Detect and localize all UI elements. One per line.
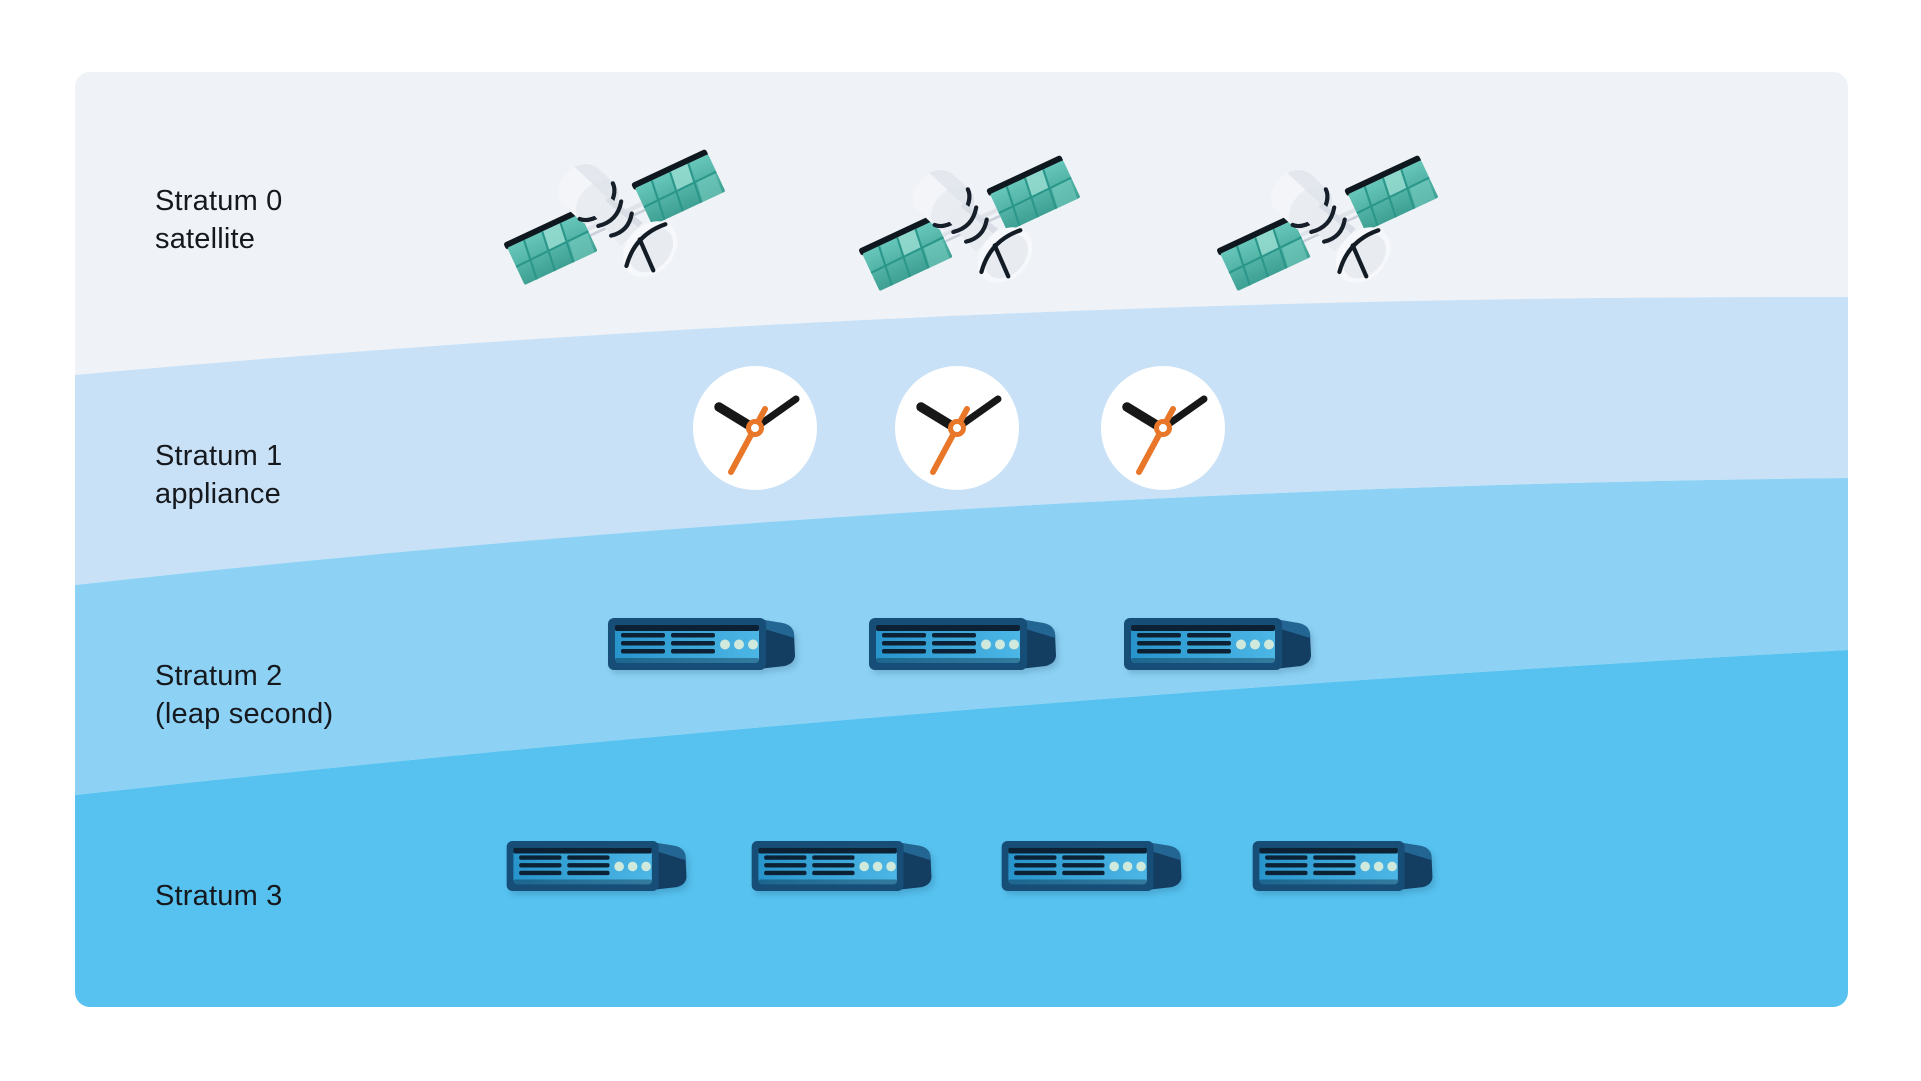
server-icon — [1124, 618, 1311, 670]
stratum-3-label-line1: Stratum 3 — [155, 880, 283, 912]
stratum-2-label-line1: Stratum 2 — [155, 660, 283, 692]
clock-icon — [1098, 363, 1228, 493]
stratum-0-label-line2: satellite — [155, 223, 256, 255]
clock-icon — [690, 363, 820, 493]
clock-icon — [892, 363, 1022, 493]
stratum-1-label-line2: appliance — [155, 478, 281, 510]
satellite-icon — [499, 140, 734, 300]
stratum-2-label: Stratum 2 (leap second) — [155, 657, 333, 733]
stratum-3-band — [75, 650, 1848, 1007]
stratum-diagram-card: Stratum 0 satellite Stratum 1 appliance … — [75, 72, 1848, 1007]
stratum-0-label: Stratum 0 satellite — [155, 182, 283, 258]
stratum-1-label: Stratum 1 appliance — [155, 437, 283, 513]
server-icon — [1252, 841, 1433, 891]
stratum-2-label-line2: (leap second) — [155, 698, 334, 730]
stratum-0-label-line1: Stratum 0 — [155, 185, 283, 217]
server-icon — [869, 618, 1056, 670]
server-icon — [506, 841, 687, 891]
satellite-icon — [854, 146, 1089, 306]
server-icon — [751, 841, 932, 891]
server-icon — [608, 618, 795, 670]
stratum-3-label: Stratum 3 — [155, 877, 283, 915]
satellite-icon — [1212, 146, 1447, 306]
stratum-1-label-line1: Stratum 1 — [155, 440, 283, 472]
server-icon — [1001, 841, 1182, 891]
